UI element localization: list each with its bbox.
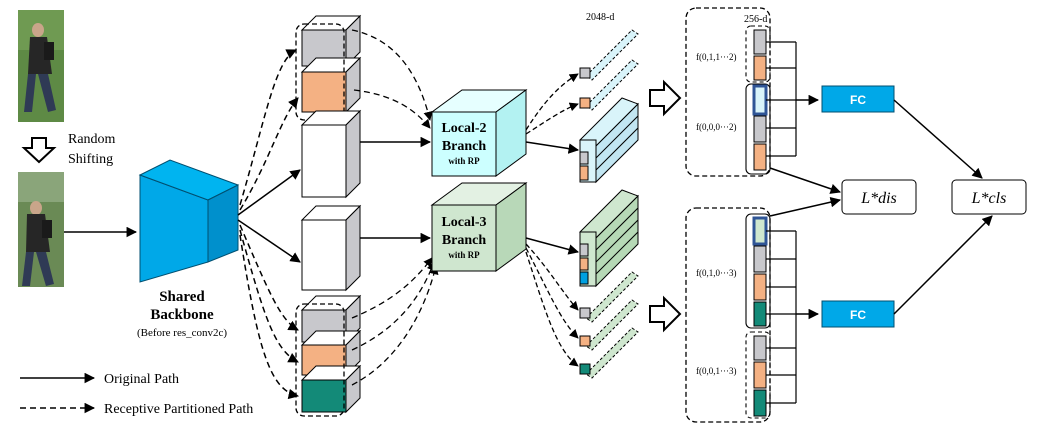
rp-path-to-top-partition	[239, 49, 297, 206]
local3-to-rp-feature-3	[525, 251, 579, 367]
fc-bottom-to-loss-cls-arrow	[893, 215, 993, 315]
rp-gray-to-local3	[351, 257, 433, 319]
seg-gray-2	[753, 115, 767, 143]
local3-rp-feature-2	[579, 299, 639, 351]
loss-dis-label: L*dis	[860, 190, 897, 207]
local2-to-global-feature	[525, 141, 580, 154]
rp-teal-to-local3	[351, 265, 439, 386]
local2-rp-feature-1	[579, 29, 639, 81]
feature-group-0103	[745, 213, 771, 329]
f-0002-label: f(0,0,0···2)	[696, 122, 736, 132]
legend-original-path: Original Path	[104, 372, 179, 387]
seg-teal-1	[753, 301, 767, 327]
dim-2048-label: 2048-d	[586, 12, 614, 23]
local3-branch-cube	[430, 182, 528, 272]
seg-orange-1	[753, 55, 767, 81]
hollow-down-arrow-icon	[21, 137, 57, 164]
seg-gray-4	[753, 335, 767, 361]
f-0013-label: f(0,0,1···3)	[696, 366, 736, 376]
feature-map-upper	[300, 109, 362, 199]
backbone-to-lower-map-arrow	[237, 219, 301, 263]
local2-label-2: Branch	[442, 139, 487, 154]
local2-to-rp-feature-2	[525, 102, 579, 135]
local3-to-global-feature	[525, 237, 580, 255]
f-0103-label: f(0,1,0···3)	[696, 268, 736, 278]
seg-orange-2	[753, 143, 767, 171]
rp-path-to-orange-partition	[239, 229, 299, 363]
random-shifting-label-2: Shifting	[68, 152, 113, 167]
local3-sub: with RP	[448, 250, 480, 260]
fc-top-label: FC	[850, 93, 866, 107]
legend-rp-path: Receptive Partitioned Path	[104, 402, 253, 417]
loss-cls-box	[951, 179, 1027, 215]
local2-to-rp-feature-1	[525, 73, 579, 131]
fc-top-box	[821, 85, 895, 113]
f-0112-label: f(0,1,1···2)	[696, 52, 736, 62]
rp-path-to-teal-partition	[239, 234, 300, 400]
local2-label-1: Local-2	[441, 121, 486, 136]
top-to-loss-dis-arrow	[769, 167, 841, 194]
feature-map-lower	[300, 204, 362, 292]
backbone-label-1: Shared	[159, 289, 205, 305]
seg-highlight-bottom	[752, 216, 768, 246]
seg-orange-3	[753, 273, 767, 301]
local3-rp-feature-3	[579, 327, 639, 379]
local2-rp-feature-2	[579, 59, 639, 111]
rp-second-to-local2	[353, 89, 431, 129]
shared-backbone	[138, 159, 240, 283]
rp-orange-to-local3	[351, 261, 436, 351]
top-fc-wiring	[766, 41, 797, 157]
backbone-label-2: Backbone	[150, 307, 214, 323]
local2-sub: with RP	[448, 156, 480, 166]
local3-rp-feature-1	[579, 271, 639, 323]
seg-gray-1	[753, 29, 767, 55]
fc-bottom-label: FC	[850, 308, 866, 322]
local3-to-rp-feature-2	[525, 247, 579, 339]
pedestrian-image-top	[18, 10, 64, 122]
hollow-right-arrow-icon	[649, 79, 682, 117]
seg-gray-3	[753, 245, 767, 273]
rp-path-to-gray-partition	[239, 224, 299, 331]
fc-top-to-loss-cls-arrow	[893, 99, 983, 179]
fc-bottom-box	[821, 300, 895, 328]
rp-top-to-local2	[351, 29, 433, 121]
rp-path-to-second-partition	[239, 97, 299, 211]
pedestrian-image-shifted	[18, 172, 64, 287]
local2-global-feature	[579, 97, 639, 184]
partition-stack-top	[300, 14, 362, 114]
feature-group-0002	[745, 83, 771, 175]
seg-orange-4	[753, 361, 767, 389]
bottom-to-loss-dis-arrow	[769, 196, 842, 217]
hollow-right-arrow-icon-2	[649, 295, 682, 333]
loss-dis-box	[841, 179, 917, 215]
loss-cls-label: L*cls	[971, 190, 1007, 207]
local3-label-2: Branch	[442, 233, 487, 248]
feature-group-0112	[745, 25, 771, 83]
dim-256-label: 256-d	[744, 14, 767, 25]
local3-global-feature	[579, 189, 639, 288]
partition-group-bottom	[295, 303, 345, 417]
seg-teal-2	[753, 389, 767, 417]
local3-to-rp-feature-1	[525, 243, 579, 311]
partition-stack-bottom	[300, 294, 362, 414]
backbone-to-upper-map-arrow	[237, 169, 301, 216]
seg-highlight-top	[752, 84, 768, 116]
local2-branch-cube	[430, 89, 528, 177]
random-shifting-label-1: Random	[68, 132, 116, 147]
bottom-fc-wiring	[766, 230, 797, 404]
backbone-note: (Before res_conv2c)	[137, 327, 227, 339]
local3-label-1: Local-3	[441, 215, 486, 230]
